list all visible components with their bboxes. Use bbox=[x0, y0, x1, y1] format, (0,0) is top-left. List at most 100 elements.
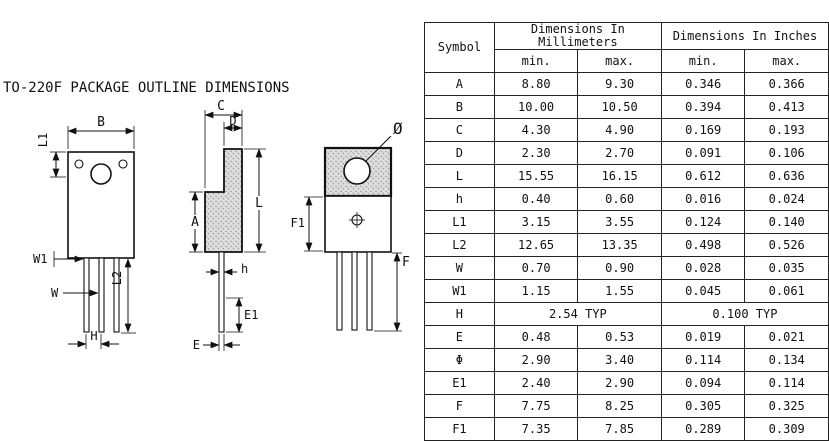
package-body-front bbox=[67, 151, 135, 259]
cell-mm-max: 9.30 bbox=[577, 72, 662, 97]
header-in-min: min. bbox=[660, 49, 746, 74]
cell-in-min: 0.124 bbox=[660, 210, 746, 235]
cell-in-max: 0.309 bbox=[744, 417, 829, 441]
cell-mm-max: 0.60 bbox=[577, 187, 662, 212]
cell-mm-min: 2.30 bbox=[493, 141, 579, 166]
dimensions-table-container: Symbol Dimensions In Millimeters Dimensi… bbox=[424, 21, 829, 441]
cell-in-min: 0.045 bbox=[660, 279, 746, 304]
cell-mm-max: 2.90 bbox=[577, 371, 662, 396]
cell-mm-max: 8.25 bbox=[577, 394, 662, 419]
table-header-row-1: Symbol Dimensions In Millimeters Dimensi… bbox=[424, 21, 829, 74]
cell-in-max: 0.024 bbox=[744, 187, 829, 212]
table-row: L2 12.65 13.35 0.498 0.526 bbox=[424, 233, 829, 258]
dimensions-table: Symbol Dimensions In Millimeters Dimensi… bbox=[424, 21, 829, 441]
cell-mm-min: 10.00 bbox=[493, 95, 579, 120]
dim-label-a: A bbox=[191, 215, 199, 230]
cell-in-min: 0.394 bbox=[660, 95, 746, 120]
cell-mm-min: 1.15 bbox=[493, 279, 579, 304]
cell-in-min: 0.091 bbox=[660, 141, 746, 166]
cell-symbol: E bbox=[424, 325, 495, 350]
cell-in-min: 0.289 bbox=[660, 417, 746, 441]
dim-L: L bbox=[244, 148, 266, 253]
dim-label-c: C bbox=[217, 99, 225, 114]
cell-mm-max: 13.35 bbox=[577, 233, 662, 258]
corner-hole-right bbox=[118, 159, 128, 169]
cell-in-max: 0.636 bbox=[744, 164, 829, 189]
cell-mm-max: 3.55 bbox=[577, 210, 662, 235]
cell-in-min: 0.305 bbox=[660, 394, 746, 419]
lead-3 bbox=[113, 257, 120, 333]
header-inches: Dimensions In Inches bbox=[660, 21, 829, 51]
dim-F1: F1 bbox=[291, 196, 323, 252]
cell-symbol: E1 bbox=[424, 371, 495, 396]
header-mm-max: max. bbox=[577, 49, 662, 74]
lead-side bbox=[218, 251, 225, 333]
table-row: E1 2.40 2.90 0.094 0.114 bbox=[424, 371, 829, 396]
lead-m1 bbox=[336, 251, 343, 331]
header-in-max: max. bbox=[744, 49, 829, 74]
mounting-hole bbox=[90, 163, 112, 185]
dim-label-h-small: h bbox=[241, 262, 248, 276]
cell-mm-max: 16.15 bbox=[577, 164, 662, 189]
cell-mm-max: 1.55 bbox=[577, 279, 662, 304]
package-body-side bbox=[204, 148, 243, 253]
cell-mm-min: 0.70 bbox=[493, 256, 579, 281]
dim-label-f: F bbox=[402, 255, 410, 270]
dim-label-h-pitch: H bbox=[90, 329, 97, 343]
table-row: h 0.40 0.60 0.016 0.024 bbox=[424, 187, 829, 212]
cell-in-min: 0.498 bbox=[660, 233, 746, 258]
cell-in-max: 0.061 bbox=[744, 279, 829, 304]
cell-symbol: h bbox=[424, 187, 495, 212]
dim-H: H bbox=[68, 329, 119, 349]
package-outline-drawing: B L1 W1 W L2 H C D bbox=[33, 99, 410, 352]
drawing-title: TO-220F PACKAGE OUTLINE DIMENSIONS bbox=[3, 80, 290, 96]
cell-in-max: 0.413 bbox=[744, 95, 829, 120]
table-row: C 4.30 4.90 0.169 0.193 bbox=[424, 118, 829, 143]
tab-hole bbox=[343, 157, 371, 185]
table-row: W1 1.15 1.55 0.045 0.061 bbox=[424, 279, 829, 304]
dim-F: F bbox=[374, 252, 410, 332]
side-view bbox=[204, 148, 243, 333]
dim-h: h bbox=[206, 260, 248, 279]
cell-symbol: W1 bbox=[424, 279, 495, 304]
lead-m3 bbox=[366, 251, 373, 331]
cell-in-min: 0.612 bbox=[660, 164, 746, 189]
cell-symbol: B bbox=[424, 95, 495, 120]
dim-D: D bbox=[223, 114, 243, 146]
dim-L1: L1 bbox=[36, 133, 66, 178]
dim-W1: W1 bbox=[33, 251, 84, 267]
dim-phi: Ø bbox=[365, 119, 403, 162]
cell-mm-min: 2.40 bbox=[493, 371, 579, 396]
cell-mm-min: 8.80 bbox=[493, 72, 579, 97]
cell-mm-max: 10.50 bbox=[577, 95, 662, 120]
cell-in-max: 0.021 bbox=[744, 325, 829, 350]
cell-in-min: 0.019 bbox=[660, 325, 746, 350]
cell-mm-min: 15.55 bbox=[493, 164, 579, 189]
table-row: B 10.00 10.50 0.394 0.413 bbox=[424, 95, 829, 120]
table-row: Φ 2.90 3.40 0.114 0.134 bbox=[424, 348, 829, 373]
dim-label-l2: L2 bbox=[110, 271, 124, 285]
dim-label-e: E bbox=[193, 338, 200, 352]
dim-label-b: B bbox=[97, 115, 105, 130]
cell-symbol: F1 bbox=[424, 417, 495, 441]
cell-in-max: 0.526 bbox=[744, 233, 829, 258]
cell-symbol: Φ bbox=[424, 348, 495, 373]
mount-view bbox=[323, 146, 393, 331]
cell-mm-min: 3.15 bbox=[493, 210, 579, 235]
cell-in-max: 0.035 bbox=[744, 256, 829, 281]
cell-mm-max: 0.53 bbox=[577, 325, 662, 350]
cell-mm-max: 0.90 bbox=[577, 256, 662, 281]
dim-label-w1: W1 bbox=[33, 252, 47, 266]
table-row: E 0.48 0.53 0.019 0.021 bbox=[424, 325, 829, 350]
cell-mm-typ: 2.54 TYP bbox=[493, 302, 662, 327]
table-row: D 2.30 2.70 0.091 0.106 bbox=[424, 141, 829, 166]
table-row: F1 7.35 7.85 0.289 0.309 bbox=[424, 417, 829, 441]
cell-in-max: 0.114 bbox=[744, 371, 829, 396]
cell-in-min: 0.114 bbox=[660, 348, 746, 373]
cell-symbol: C bbox=[424, 118, 495, 143]
lead-1 bbox=[83, 257, 90, 333]
cell-mm-min: 12.65 bbox=[493, 233, 579, 258]
dim-label-w: W bbox=[51, 286, 59, 300]
cell-symbol: L1 bbox=[424, 210, 495, 235]
cell-in-max: 0.366 bbox=[744, 72, 829, 97]
